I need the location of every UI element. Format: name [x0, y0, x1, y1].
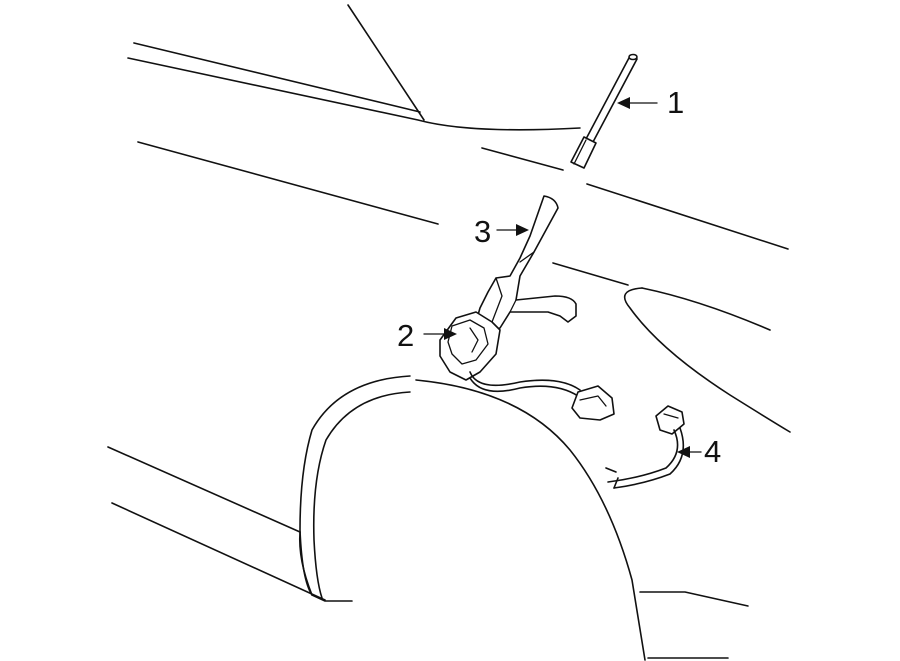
callout-1: 1 — [667, 85, 684, 120]
callout-3: 3 — [474, 214, 491, 249]
callout-leaders — [423, 97, 702, 458]
antenna-cable — [605, 405, 685, 489]
antenna-mast — [570, 53, 638, 169]
leader-arrow-4 — [677, 446, 690, 458]
leader-arrow-1 — [617, 97, 630, 109]
antenna-base — [439, 311, 615, 421]
vehicle-body-outline — [107, 4, 791, 661]
leader-arrow-3 — [516, 224, 529, 236]
callout-4: 4 — [704, 434, 721, 469]
callout-2: 2 — [397, 318, 414, 353]
leader-arrow-2 — [444, 328, 457, 340]
